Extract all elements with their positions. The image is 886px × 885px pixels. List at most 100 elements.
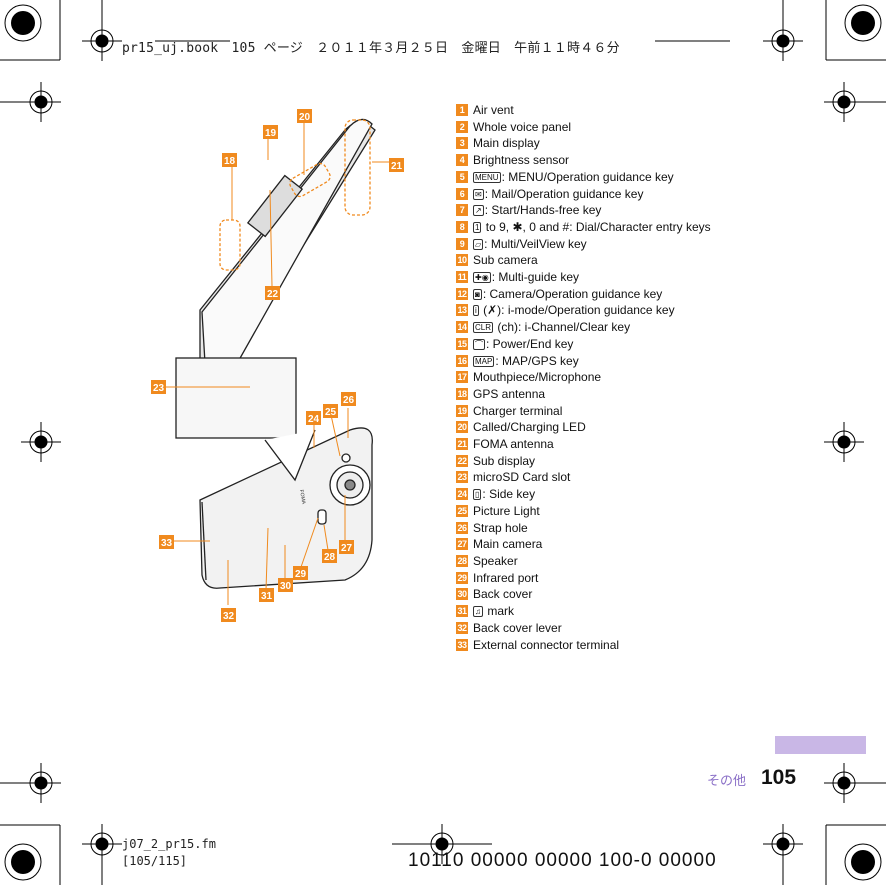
part-item: 9 ▱: Multi/VeilView key [456,236,756,253]
key-icon: ↗ [473,205,484,217]
part-number-badge: 32 [456,621,468,634]
part-number-badge: 19 [456,404,468,417]
part-number-badge: 14 [456,321,468,334]
part-item: 7 ↗: Start/Hands-free key [456,202,756,219]
part-label: Strap hole [473,520,528,535]
part-label: : Multi/VeilView key [484,236,587,251]
part-item: 15⌒: Power/End key [456,336,756,353]
part-item: 26 Strap hole [456,520,756,537]
phone-brand-text: FOMA [298,489,307,505]
key-icon: ▱ [473,238,484,250]
part-label: Called/Charging LED [473,420,586,435]
phone-back-view [175,357,373,589]
part-label: : MAP/GPS key [495,353,579,368]
callout-29: 29 [295,569,307,580]
part-item: 31♫ mark [456,603,756,620]
key-icon: ✚◉ [473,272,491,284]
part-label: Back cover [473,587,533,602]
part-label: GPS antenna [473,386,546,401]
key-icon: ▯ [473,489,482,501]
part-label: Sub camera [473,253,538,268]
part-label: Picture Light [473,503,540,518]
part-number-badge: 27 [456,538,468,551]
print-header: pr15_uj.book 105 ページ ２０１１年３月２５日 金曜日 午前１１… [122,41,620,56]
part-number-badge: 21 [456,438,468,451]
part-label: microSD Card slot [473,470,571,485]
part-label: Whole voice panel [473,119,572,134]
part-label: : Multi-guide key [491,270,580,285]
footer-file-name: j07_2_pr15.fm [122,837,216,851]
footer-code: 10110 00000 00000 100-0 00000 [408,850,717,871]
callout-20: 20 [299,112,311,123]
part-item: 16 MAP: MAP/GPS key [456,353,756,370]
part-label: Mouthpiece/Microphone [473,370,602,385]
key-icon: MAP [473,355,495,367]
part-label: FOMA antenna [473,437,554,452]
part-label: : Start/Hands-free key [484,203,602,218]
callout-31: 31 [261,591,273,602]
part-label: : Camera/Operation guidance key [482,286,663,301]
part-number-badge: 10 [456,254,468,267]
part-item: 18 GPS antenna [456,386,756,403]
callout-23: 23 [153,383,165,394]
part-number-badge: 2 [456,120,468,133]
part-label: Sub display [473,453,536,468]
footer-page-range: [105/115] [122,854,188,868]
part-label: Infrared port [473,570,539,585]
part-item: 21 FOMA antenna [456,436,756,453]
part-number-badge: 11 [456,271,468,284]
page-number: 105 [761,766,797,789]
part-label: Back cover lever [473,620,562,635]
key-icon: CLR [473,322,494,334]
part-number-badge: 26 [456,521,468,534]
key-icon: ✉ [473,188,484,200]
part-label: : Power/End key [486,336,574,351]
section-tab-bar [775,736,866,754]
callout-22: 22 [267,289,279,300]
section-label: その他 [707,773,747,788]
registration-crosshairs [21,21,864,864]
part-item: 24▯: Side key [456,486,756,503]
part-number-badge: 7 [456,204,468,217]
part-item: 10 Sub camera [456,252,756,269]
part-number-badge: 33 [456,638,468,651]
callout-19: 19 [265,128,277,139]
part-number-badge: 9 [456,237,468,250]
key-icon: i [473,305,479,317]
part-label: (ch): i-Channel/Clear key [494,320,631,335]
callout-labels: 18 19 20 21 22 23 24 25 26 27 28 29 30 3… [151,109,404,622]
part-item: 23 microSD Card slot [456,469,756,486]
part-number-badge: 18 [456,387,468,400]
part-number-badge: 28 [456,554,468,567]
part-number-badge: 5 [456,170,468,183]
part-number-badge: 23 [456,471,468,484]
callout-boxes [166,386,349,605]
part-number-badge: 16 [456,354,468,367]
callout-28: 28 [324,552,336,563]
part-number-badge: 22 [456,454,468,467]
part-label: : Mail/Operation guidance key [484,186,644,201]
key-icon: MENU [473,171,501,183]
part-label: to 9, ✱, 0 and #: Dial/Character entry k… [482,219,711,234]
callout-26: 26 [343,395,355,406]
part-number-badge: 15 [456,337,468,350]
part-label: mark [484,604,514,619]
key-icon: 1 [473,221,482,233]
callout-33: 33 [161,538,173,549]
part-item: 11 ✚◉: Multi-guide key [456,269,756,286]
part-number-badge: 25 [456,504,468,517]
key-icon: ◙ [473,288,482,300]
part-number-badge: 12 [456,287,468,300]
